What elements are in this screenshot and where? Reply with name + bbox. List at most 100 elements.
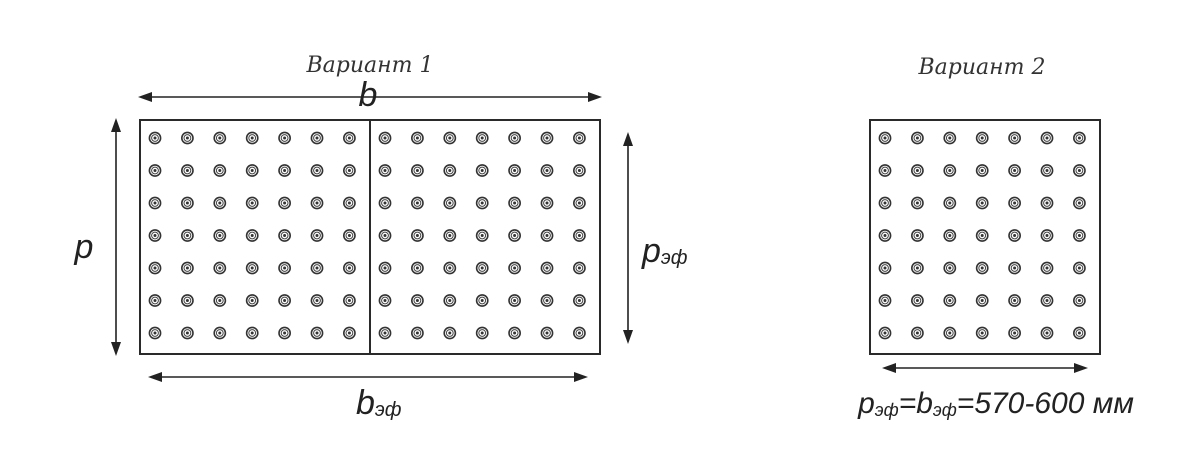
stud [911,261,924,275]
stud [508,229,521,242]
stud [245,229,259,242]
stud [443,326,457,340]
stud [911,164,924,177]
stud [975,164,989,177]
arrow-right-head [574,372,588,382]
stud [1008,326,1021,340]
arrow-up-head [111,118,121,132]
stud [878,229,892,242]
stud [443,261,457,275]
stud [573,131,586,145]
stud [975,326,989,340]
stud [310,131,324,145]
stud [943,196,957,210]
stud [475,196,489,210]
stud [911,294,924,307]
stud [342,164,356,177]
stud [443,196,457,210]
stud [443,131,457,145]
stud [245,131,259,145]
stud [943,229,957,242]
stud [975,196,989,210]
stud [213,326,227,340]
stud [378,131,392,145]
stud [573,164,586,177]
arrow-right-head [1074,363,1088,373]
stud [213,196,227,210]
stud [378,326,392,340]
stud [911,326,924,340]
stud [878,294,892,307]
stud [278,131,292,145]
stud [475,164,489,177]
stud [310,229,324,242]
stud [213,294,227,307]
stud [540,294,554,307]
stud [573,261,586,275]
stud [1073,196,1086,210]
stud [443,164,457,177]
stud [878,164,892,177]
stud [573,196,586,210]
stud [180,196,194,210]
stud [245,164,259,177]
stud [1008,229,1021,242]
stud [148,294,162,307]
stud [508,326,521,340]
stud [540,131,554,145]
stud [278,196,292,210]
stud [475,294,489,307]
stud [410,294,424,307]
stud [943,294,957,307]
stud [975,261,989,275]
arrow-left-head [138,92,152,102]
variant-1: Вариант 1 b p pэф [74,53,688,422]
stud [975,294,989,307]
stud [148,131,162,145]
dimension-b-label: b [359,76,378,114]
stud [148,229,162,242]
stud [1073,229,1086,242]
stud [180,261,194,275]
stud [278,229,292,242]
stud [278,164,292,177]
dimension-p-eff-label: pэф [641,232,688,270]
dimension-p-eff: pэф [623,132,688,344]
stud [1073,294,1086,307]
stud [1040,131,1054,145]
variant-1-caption: Вариант 1 [306,53,434,78]
arrow-left-head [882,363,896,373]
dimension-b-eff: bэф [148,372,588,422]
stud [443,294,457,307]
stud [508,294,521,307]
stud [180,326,194,340]
stud [911,196,924,210]
stud [475,229,489,242]
arrow-left-head [148,372,162,382]
stud [508,131,521,145]
stud [245,261,259,275]
stud [310,164,324,177]
stud [378,164,392,177]
stud [342,131,356,145]
dimension-p-left: p [74,118,121,356]
dimension-b-top: b [138,76,602,114]
stud [975,131,989,145]
stud [148,196,162,210]
stud [443,229,457,242]
stud [180,131,194,145]
stud [278,261,292,275]
stud [310,294,324,307]
stud [475,261,489,275]
stud [540,196,554,210]
stud [148,164,162,177]
stud [943,131,957,145]
stud [878,326,892,340]
stud [1040,261,1054,275]
stud [245,196,259,210]
dimension-p-label: p [74,228,94,266]
stud [540,164,554,177]
stud [878,196,892,210]
stud [213,229,227,242]
